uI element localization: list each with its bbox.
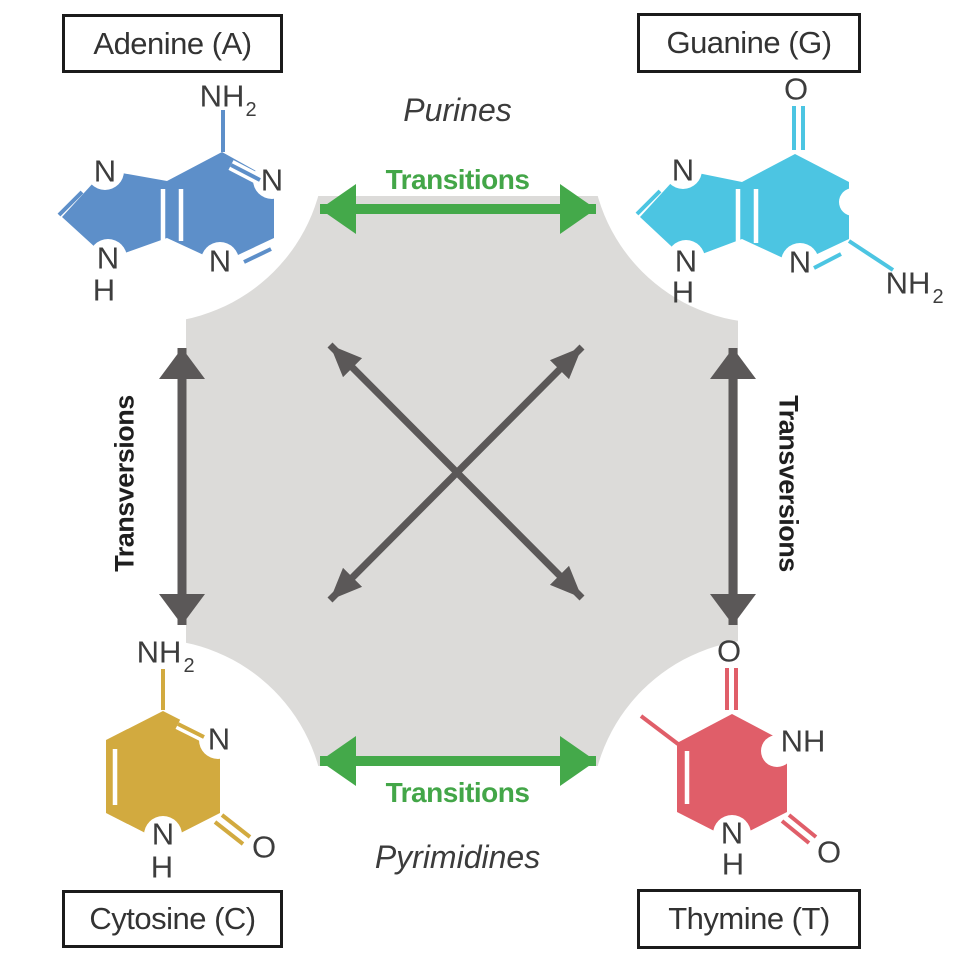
transitions-label-top: Transitions: [385, 164, 530, 195]
guanine-n3-label: N: [789, 245, 811, 280]
transversions-label-left: Transversions: [109, 395, 140, 572]
guanine-amine-subscript: 2: [932, 286, 943, 308]
adenine-name-box: Adenine (A): [62, 14, 283, 73]
thymine-o2-label: O: [817, 835, 841, 870]
adenine-n9-label: N: [97, 241, 119, 276]
adenine-n7-label: N: [94, 154, 116, 189]
cytosine-o2-label: O: [252, 830, 276, 865]
thymine-o4-label: O: [717, 634, 741, 669]
cytosine-name-box: Cytosine (C): [62, 890, 283, 948]
pyrimidines-label: Pyrimidines: [374, 839, 541, 875]
thymine-h1-label: H: [722, 847, 744, 882]
guanine-n9-label: N: [675, 244, 697, 279]
thymine-n3h-label: NH: [781, 724, 826, 759]
adenine-h9-label: H: [93, 273, 115, 308]
guanine-n7-label: N: [672, 153, 694, 188]
thymine-n1-label: N: [721, 816, 743, 851]
cytosine-n1-label: N: [152, 817, 174, 852]
cytosine-n3-label: N: [208, 722, 230, 757]
adenine-amine-subscript: 2: [245, 99, 256, 121]
guanine-structure: O N N H N NH 2: [635, 72, 944, 310]
purines-label: Purines: [403, 92, 512, 128]
thymine-name-box: Thymine (T): [637, 889, 861, 949]
thymine-structure: O NH N H O: [639, 634, 841, 882]
transversions-label-right: Transversions: [773, 395, 804, 572]
guanine-o6-label: O: [784, 72, 808, 107]
cytosine-h1-label: H: [151, 850, 173, 885]
cytosine-amine-label: NH: [137, 635, 182, 670]
cytosine-structure: NH 2 N N H O: [106, 635, 276, 885]
guanine-name-box: Guanine (G): [637, 13, 861, 73]
transversion-arrow-diagonal-2: [327, 344, 585, 603]
adenine-n3-label: N: [209, 244, 231, 279]
guanine-h9-label: H: [672, 275, 694, 310]
adenine-n1-label: N: [261, 163, 283, 198]
adenine-structure: NH 2 N N H N N: [57, 79, 291, 308]
transitions-label-bottom: Transitions: [385, 777, 530, 808]
guanine-amine-label: NH: [886, 266, 931, 301]
cytosine-amine-subscript: 2: [183, 655, 194, 677]
adenine-amine-label: NH: [200, 79, 245, 114]
